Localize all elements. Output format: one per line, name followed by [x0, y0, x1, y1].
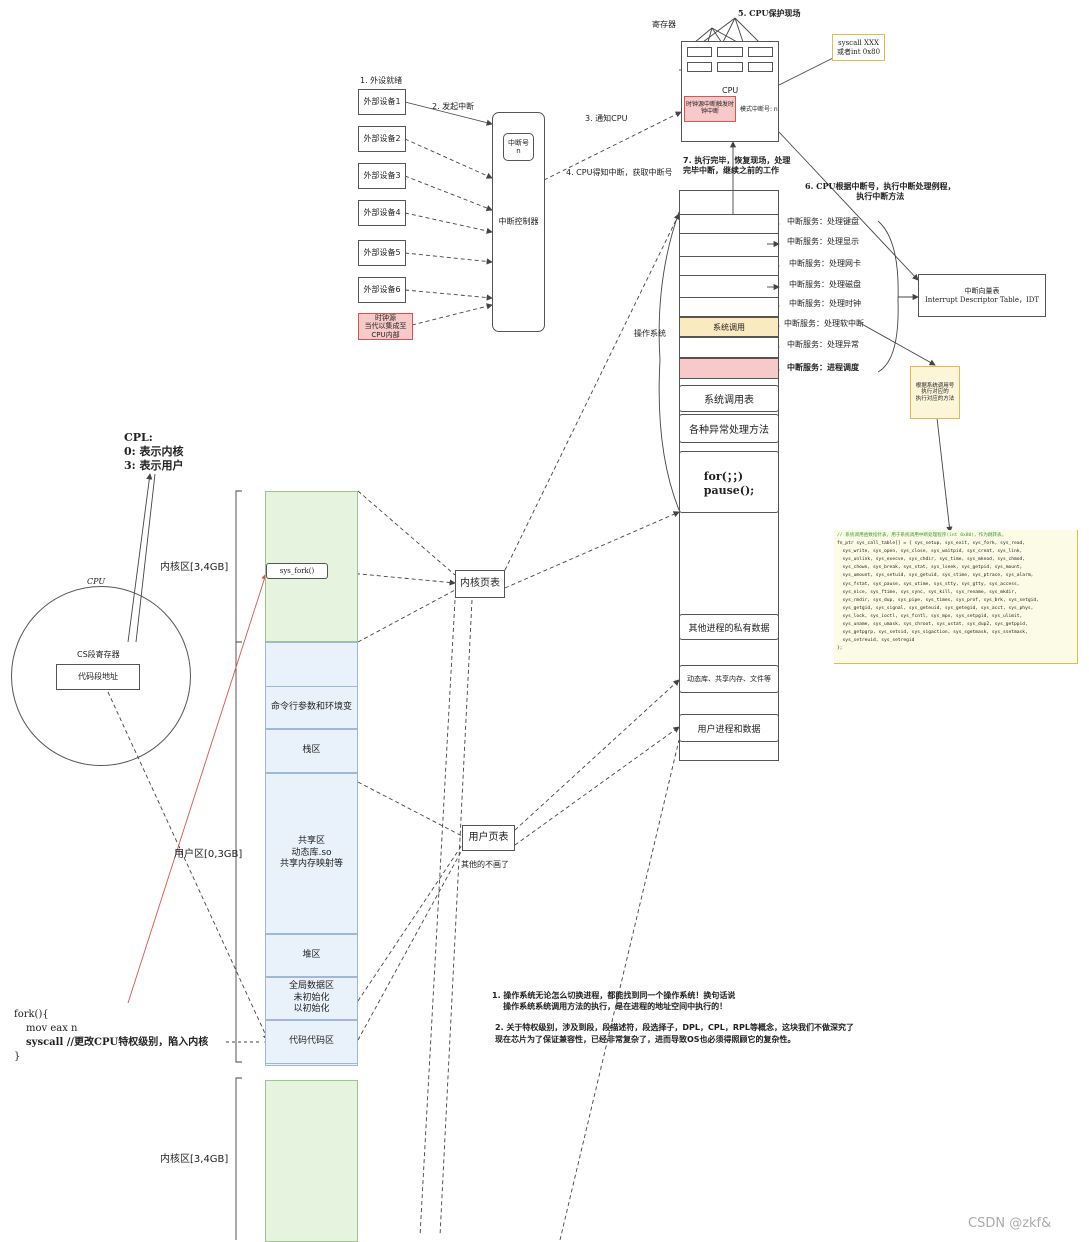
step3-label: 3. 通知CPU	[585, 114, 628, 123]
service-network: 中断服务：处理网卡	[789, 259, 861, 268]
registers-label: 寄存器	[652, 20, 676, 29]
fork-line-3: syscall //更改CPU特权级别，陷入内核	[26, 1037, 209, 1048]
os-label: 操作系统	[634, 329, 666, 338]
service-exception: 中断服务：处理异常	[787, 340, 859, 349]
code-line: fn_ptr sys_call_table[] = { sys_setup, s…	[837, 541, 1026, 547]
segment-stack: 栈区	[265, 729, 358, 773]
device-3: 外部设备3	[358, 163, 406, 189]
other-private-data: 其他进程的私有数据	[679, 614, 779, 640]
syscall-table-code: // 系统调用函数指针表，用于系统调用中断处理程序(int 0x80)，作为跳转…	[834, 530, 1078, 664]
watermark: CSDN @zkf&	[968, 1216, 1052, 1231]
cpu-label: CPU	[722, 86, 739, 95]
segment-global-data: 全局数据区 未初始化 以初始化	[265, 977, 358, 1020]
step5-label: 5. CPU保护现场	[738, 8, 801, 18]
device-2: 外部设备2	[358, 126, 406, 152]
segment-heap: 堆区	[265, 934, 358, 977]
code-line: sys_nice, sys_ftime, sys_sync, sys_kill,…	[837, 589, 1017, 595]
device-6: 外部设备6	[358, 277, 406, 303]
segment-args-env: 命令行参数和环境变	[265, 686, 358, 729]
fork-line-4: }	[14, 1051, 21, 1062]
note-1: 1. 操作系统无论怎么切换进程，都能找到同一个操作系统！换句话说 操作系统系统调…	[492, 991, 736, 1011]
cpl-kernel: 0: 表示内核	[124, 445, 184, 458]
syscall-dispatch-note: 根据系统调用号 执行对应的 执行对应的方法	[910, 366, 960, 419]
service-soft-interrupt: 中断服务：处理软中断	[784, 319, 864, 328]
idt-subtitle: Interrupt Descriptor Table，IDT	[924, 295, 1040, 304]
fork-line-2: mov eax n	[26, 1023, 78, 1034]
note-2: 2. 关于特权级别，涉及到段，段描述符，段选择子，DPL，CPL，RPL等概念，…	[495, 1023, 854, 1044]
os-row-3	[679, 297, 779, 317]
os-row-red	[679, 358, 779, 379]
interrupt-number-box: 中断号 n	[503, 133, 534, 161]
step6-label: 6. CPU根据中断号，执行中断处理例程， 执行中断方法	[805, 181, 956, 201]
segment-shared: 共享区 动态库.so 共享内存映射等	[265, 773, 358, 934]
idle-loop-box: for(；；) pause();	[679, 451, 779, 513]
code-line: sys_write, sys_open, sys_close, sys_wait…	[837, 549, 1023, 555]
syscall-row: 系统调用	[679, 317, 779, 337]
syscall-note: syscall XXX 或者int 0x80	[832, 34, 885, 61]
kernel-page-table: 内核页表	[455, 570, 505, 598]
code-line: sys_getgid, sys_signal, sys_geteuid, sys…	[837, 605, 1034, 611]
code-line: sys_unlink, sys_execve, sys_chdir, sys_t…	[837, 557, 1026, 563]
syscall-table-box: 系统调用表	[679, 385, 779, 412]
cpu-circle	[11, 586, 191, 766]
step2-label: 2. 发起中断	[432, 102, 475, 111]
clock-interrupt-box: 时钟源中断触发时钟中断	[684, 96, 736, 122]
user-area-label: 用户区[0,3GB]	[174, 849, 243, 860]
code-line: sys_setreuid, sys_setregid	[837, 638, 915, 644]
user-process-box: 用户进程和数据	[679, 714, 779, 742]
code-line: };	[837, 646, 843, 652]
step4-label: 4. CPU得知中断，获取中断号	[566, 168, 673, 177]
user-page-table: 用户页表	[462, 825, 515, 851]
register-row-2	[687, 62, 773, 72]
code-line: sys_uname, sys_umask, sys_chroot, sys_us…	[837, 622, 1028, 628]
step1-label: 1. 外设就绪	[360, 76, 403, 85]
fork-line-1: fork(){	[14, 1009, 49, 1020]
service-display: 中断服务：处理显示	[787, 237, 859, 246]
idt-box: 中断向量表 Interrupt Descriptor Table，IDT	[918, 274, 1046, 317]
service-scheduler: 中断服务：进程调度	[787, 363, 859, 372]
code-segment-address: 代码段地址	[56, 664, 140, 690]
cpl-title: CPL:	[124, 431, 153, 444]
code-comment: // 系统调用函数指针表，用于系统调用中断处理程序(int 0x80)，作为跳转…	[837, 533, 1007, 538]
shared-libs-box: 动态库、共享内存、文件等	[679, 665, 779, 693]
code-line: sys_lock, sys_ioctl, sys_fcntl, sys_mpx,…	[837, 613, 1023, 619]
kernel-top-label: 内核区[3,4GB]	[160, 562, 229, 573]
cpl-legend: CPL: 0: 表示内核 3: 表示用户	[124, 431, 184, 473]
code-line: sys_chown, sys_break, sys_stat, sys_lsee…	[837, 565, 1023, 571]
kernel-bottom-label: 内核区[3,4GB]	[160, 1154, 229, 1165]
register-row-1	[687, 47, 773, 57]
sys-fork-box: sys_fork()	[266, 563, 328, 579]
segment-code: 代码代码区	[265, 1020, 358, 1064]
service-disk: 中断服务：处理磁盘	[789, 280, 861, 289]
idt-title: 中断向量表	[964, 287, 1000, 296]
os-row-2	[679, 256, 779, 276]
kernel-bottom-area	[265, 1080, 358, 1242]
service-keyboard: 中断服务：处理键盘	[787, 217, 859, 226]
exception-methods-box: 各种异常处理方法	[679, 414, 779, 443]
controller-label: 中断控制器	[498, 217, 539, 227]
code-line: sys_rmdir, sys_dup, sys_pipe, sys_times,…	[837, 597, 1039, 603]
user-page-table-note: 其他的不画了	[461, 860, 509, 869]
step7-label: 7. 执行完毕，恢复现场，处理 完毕中断，继续之前的工作	[683, 156, 791, 175]
device-4: 外部设备4	[358, 200, 406, 226]
cpu-box	[681, 41, 779, 142]
cpu-circle-title: CPU	[87, 577, 106, 586]
device-1: 外部设备1	[358, 89, 406, 115]
clock-source: 时钟源 当代以集成至 CPU内部	[358, 313, 413, 340]
mode-interrupt-label: 模式中断号: n	[740, 106, 778, 113]
cpl-user: 3: 表示用户	[124, 459, 184, 472]
fork-code: fork(){ mov eax n syscall //更改CPU特权级别，陷入…	[14, 1008, 208, 1064]
service-clock: 中断服务：处理时钟	[789, 299, 861, 308]
cs-register-label: CS段寄存器	[77, 650, 120, 659]
os-row-1	[679, 214, 779, 234]
code-line: sys_fstat, sys_pause, sys_utime, sys_stt…	[837, 581, 1020, 587]
device-5: 外部设备5	[358, 240, 406, 266]
code-line: sys_getpgrp, sys_setsid, sys_sigaction, …	[837, 630, 1028, 636]
code-line: sys_umount, sys_setuid, sys_getuid, sys_…	[837, 573, 1034, 579]
os-row-5	[679, 337, 779, 358]
